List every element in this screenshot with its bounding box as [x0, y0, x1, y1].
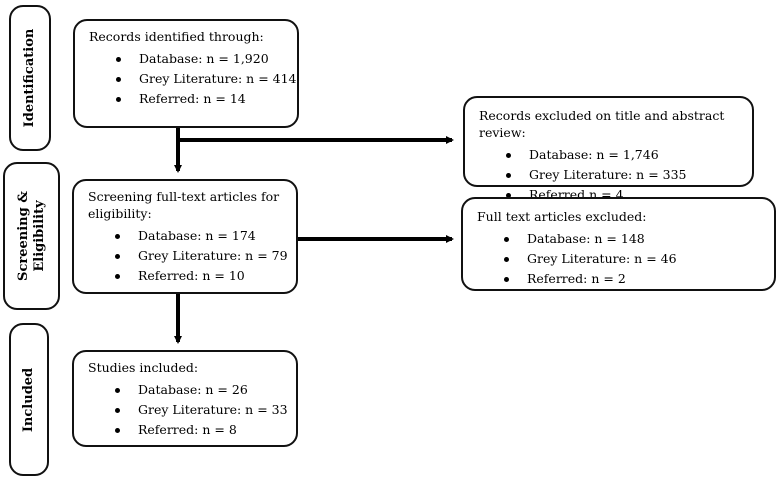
- bullet-icon: [504, 236, 509, 242]
- records-identified-list: Database: n = 1,920 Grey Literature: n =…: [89, 49, 297, 109]
- records-identified-title: Records identified through:: [89, 29, 264, 44]
- list-item: Grey Literature: n = 46: [477, 249, 760, 269]
- fulltext-excluded-title: Full text articles excluded:: [477, 209, 647, 224]
- stage-screening-eligibility: Screening & Eligibility: [3, 162, 60, 310]
- screening-box: Screening full-text articles for eligibi…: [72, 179, 298, 294]
- stage-included: Included: [9, 323, 49, 476]
- records-excluded-list: Database: n = 1,746 Grey Literature: n =…: [479, 145, 738, 205]
- list-item: Referred: n = 10: [88, 266, 282, 286]
- bullet-icon: [115, 407, 120, 413]
- bullet-icon: [116, 76, 121, 82]
- bullet-icon: [115, 387, 120, 393]
- stage-identification: Identification: [9, 5, 51, 151]
- bullet-icon: [115, 427, 120, 433]
- studies-included-box: Studies included: Database: n = 26 Grey …: [72, 350, 298, 447]
- records-excluded-box: Records excluded on title and abstract r…: [463, 96, 754, 202]
- list-item: Grey Literature: n = 33: [88, 400, 288, 420]
- bullet-icon: [115, 273, 120, 279]
- fulltext-excluded-list: Database: n = 148 Grey Literature: n = 4…: [477, 229, 760, 289]
- screening-title: Screening full-text articles for eligibi…: [88, 189, 280, 221]
- bullet-icon: [115, 253, 120, 259]
- list-item: Grey Literature: n = 335: [479, 165, 738, 185]
- list-item: Database: n = 148: [477, 229, 760, 249]
- records-identified-box: Records identified through: Database: n …: [73, 19, 299, 128]
- bullet-icon: [115, 233, 120, 239]
- list-item: Database: n = 26: [88, 380, 282, 400]
- bullet-icon: [506, 152, 511, 158]
- bullet-icon: [504, 276, 509, 282]
- studies-included-title: Studies included:: [88, 360, 199, 375]
- bullet-icon: [506, 172, 511, 178]
- fulltext-excluded-box: Full text articles excluded: Database: n…: [461, 197, 776, 291]
- list-item: Grey Literature: n = 414: [89, 69, 297, 89]
- list-item: Database: n = 1,920: [89, 49, 283, 69]
- bullet-icon: [504, 256, 509, 262]
- bullet-icon: [116, 56, 121, 62]
- list-item: Referred: n = 2: [477, 269, 760, 289]
- bullet-icon: [116, 96, 121, 102]
- studies-included-list: Database: n = 26 Grey Literature: n = 33…: [88, 380, 288, 440]
- list-item: Grey Literature: n = 79: [88, 246, 288, 266]
- list-item: Referred: n = 14: [89, 89, 283, 109]
- screening-list: Database: n = 174 Grey Literature: n = 7…: [88, 226, 288, 286]
- list-item: Referred: n = 8: [88, 420, 282, 440]
- records-excluded-title: Records excluded on title and abstract r…: [479, 108, 725, 140]
- bullet-icon: [506, 192, 511, 198]
- list-item: Database: n = 1,746: [479, 145, 738, 165]
- list-item: Database: n = 174: [88, 226, 282, 246]
